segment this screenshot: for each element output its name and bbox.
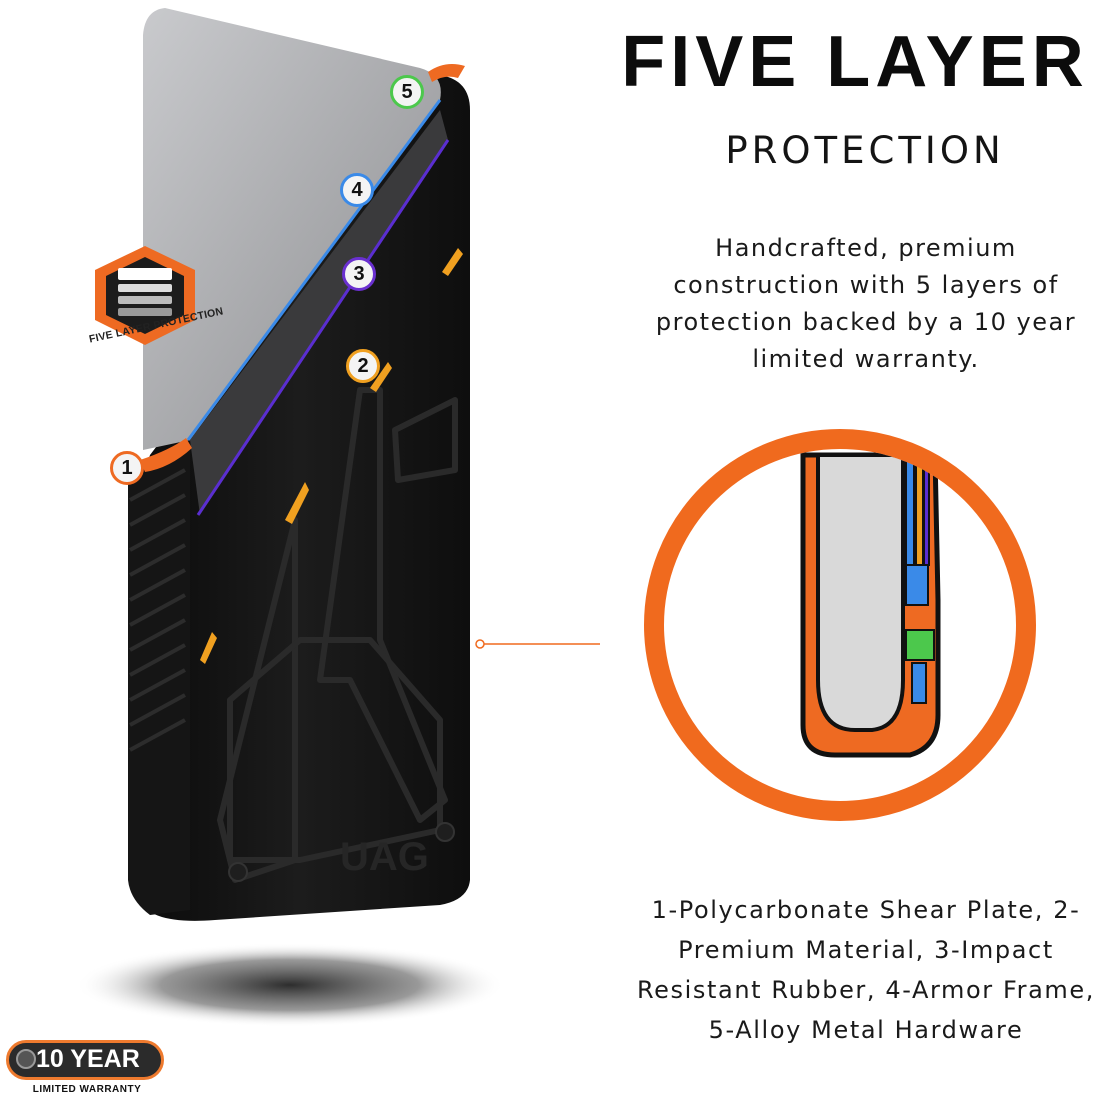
layer-marker-3: 3: [342, 257, 376, 291]
warranty-main-text: 10 YEAR: [36, 1045, 140, 1073]
orange-edge-top: [428, 64, 465, 82]
zoom-connector-dot: [475, 639, 485, 649]
page-title: FIVE LAYER: [621, 22, 1089, 102]
warranty-sub-text: LIMITED WARRANTY: [32, 1084, 142, 1095]
layer-badge-hex: [95, 246, 195, 345]
page-subtitle: PROTECTION: [725, 129, 1005, 172]
device-back: [143, 8, 441, 450]
orange-edge-left: [140, 438, 192, 472]
layer-marker-5: 5: [390, 75, 424, 109]
cross-section-zoom: [644, 429, 1036, 821]
layer-line-blue: [186, 99, 442, 441]
layer-marker-4: 4: [340, 173, 374, 207]
logo-mark: UAG: [340, 835, 429, 879]
floor-shadow: [75, 943, 505, 1027]
layer-marker-2: 2: [346, 349, 380, 383]
description-text: Handcrafted, premium construction with 5…: [655, 234, 1077, 373]
warranty-badge: 10 YEAR LIMITED WARRANTY: [6, 1040, 168, 1102]
layers-caption: 1-Polycarbonate Shear Plate, 2-Premium M…: [636, 896, 1095, 1044]
layer-marker-1: 1: [110, 451, 144, 485]
layer-line-purple: [196, 139, 450, 516]
inner-plate: [190, 110, 448, 515]
phone-case-illustration: UAG: [75, 8, 600, 1027]
warranty-screw-icon: [16, 1049, 36, 1069]
